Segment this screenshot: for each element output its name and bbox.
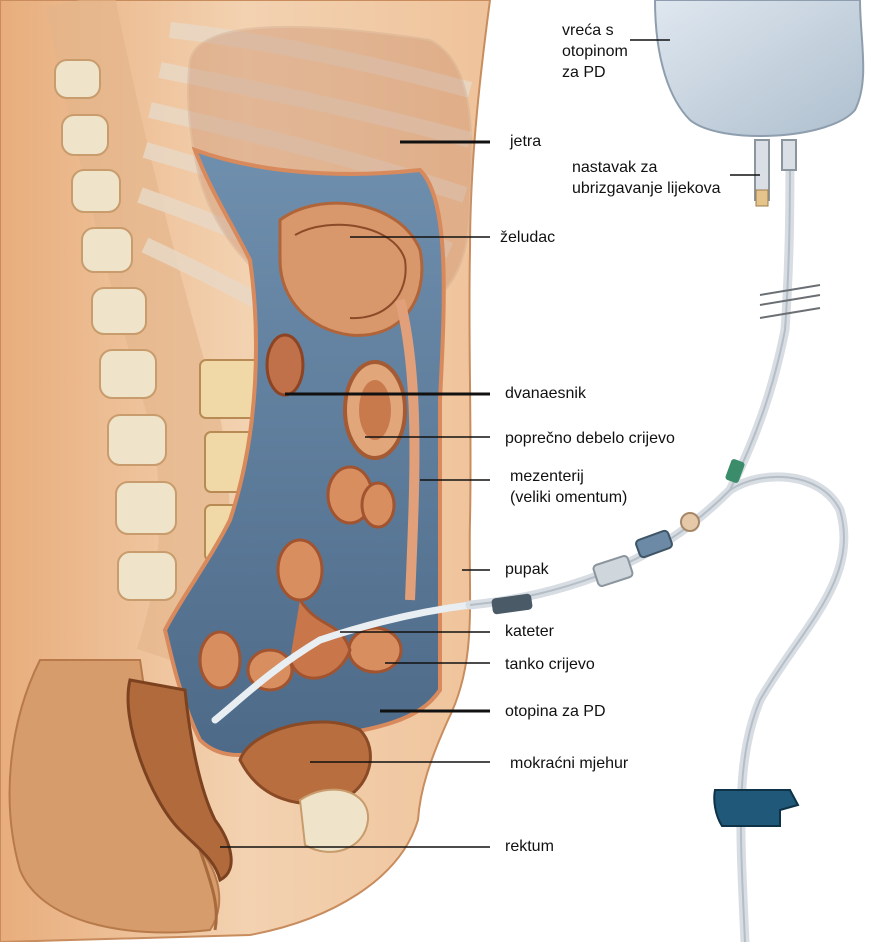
label-rectum: rektum <box>505 836 554 857</box>
transverse-colon <box>345 362 405 458</box>
label-catheter: kateter <box>505 621 554 642</box>
roller-clamp <box>714 790 798 826</box>
label-small-intestine: tanko crijevo <box>505 654 595 675</box>
label-bladder: mokraćni mjehur <box>510 753 628 774</box>
label-liver: jetra <box>510 131 541 152</box>
duodenum <box>267 335 303 395</box>
label-duodenum: dvanaesnik <box>505 383 586 404</box>
label-stomach: želudac <box>500 227 555 248</box>
label-injection-port: nastavak za ubrizgavanje lijekova <box>572 157 721 199</box>
label-mesentery: mezenterij (veliki omentum) <box>510 466 627 508</box>
pubic-bone <box>300 790 368 852</box>
label-transverse-colon: poprečno debelo crijevo <box>505 428 675 449</box>
label-navel: pupak <box>505 559 549 580</box>
label-pd-solution: otopina za PD <box>505 701 606 722</box>
label-bag: vreća s otopinom za PD <box>562 20 628 83</box>
